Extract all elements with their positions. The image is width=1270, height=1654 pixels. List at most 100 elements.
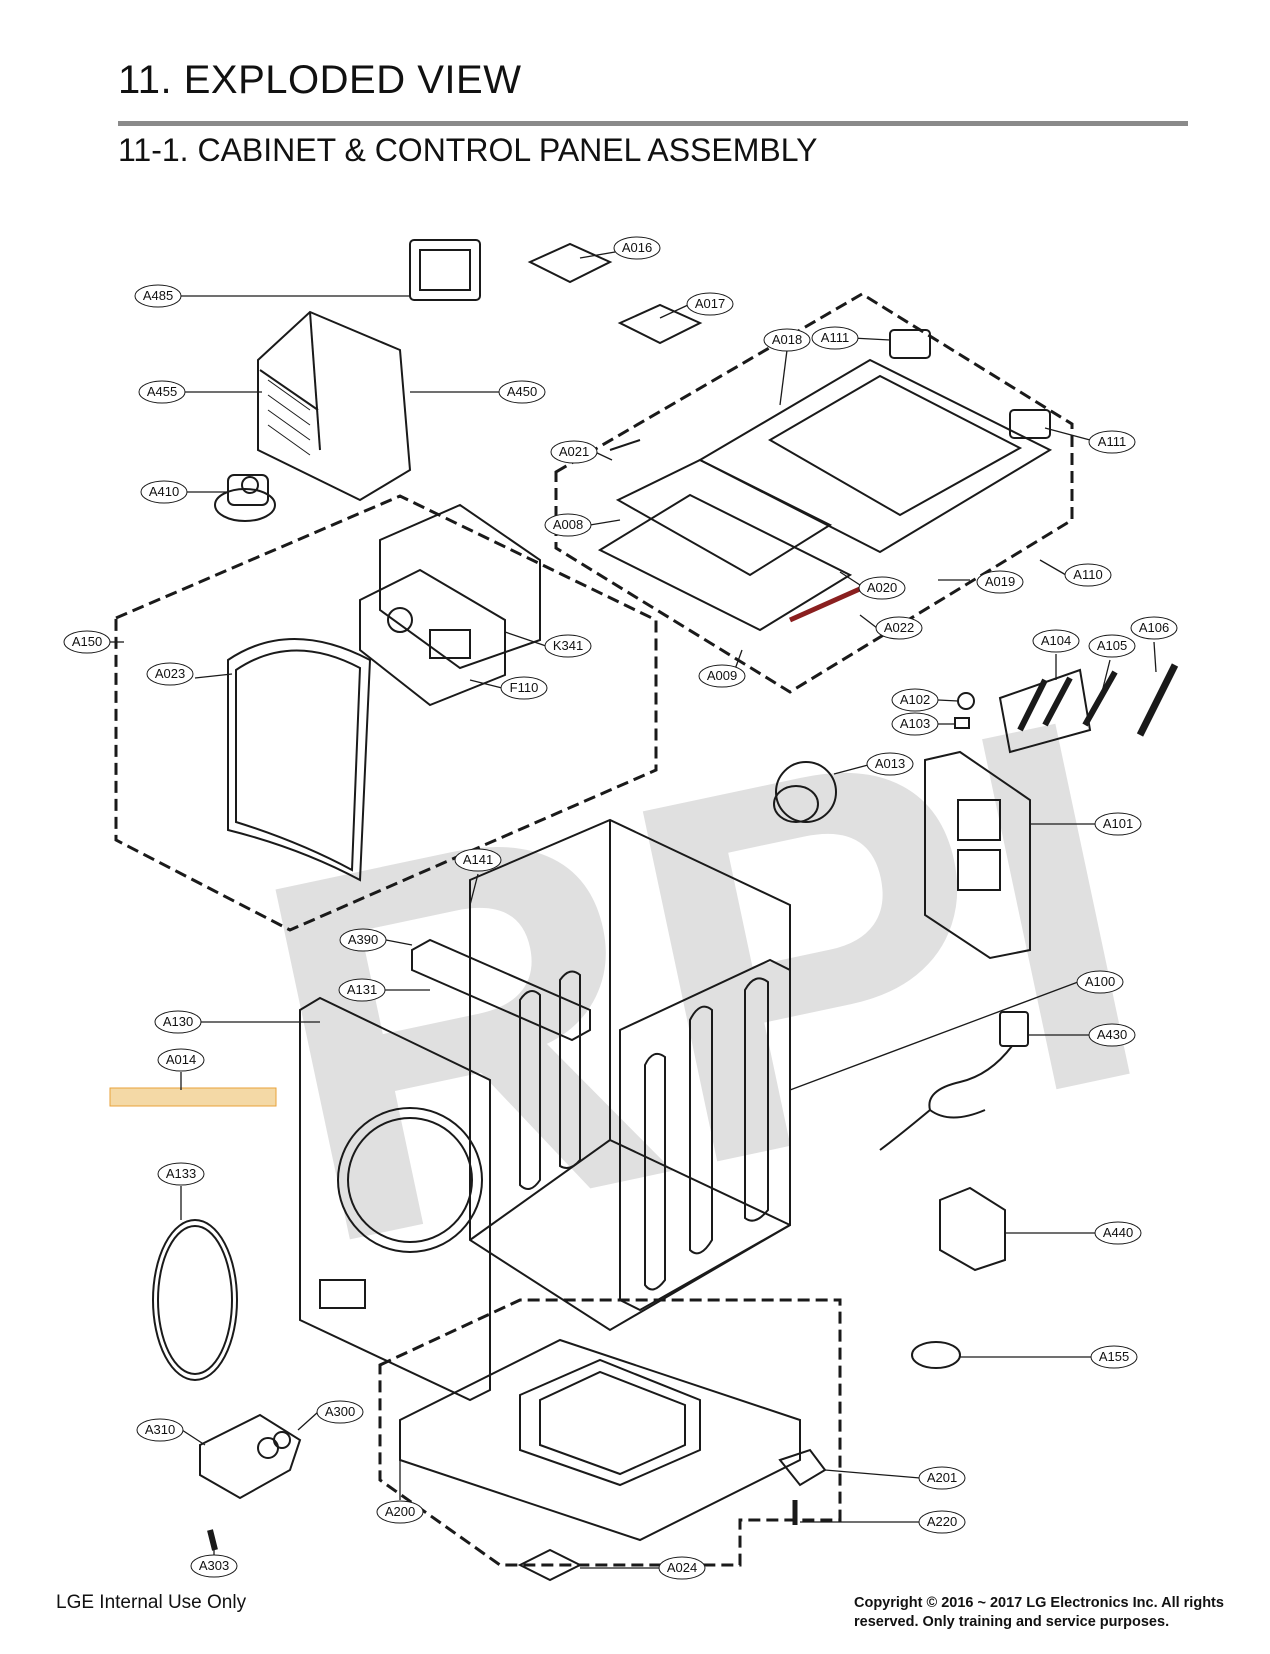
callout-A016: A016 (613, 236, 661, 260)
svg-text:A300: A300 (325, 1404, 355, 1419)
svg-text:A022: A022 (884, 620, 914, 635)
copyright-note: Copyright © 2016 ~ 2017 LG Electronics I… (854, 1595, 1224, 1630)
control-panel-parts (359, 503, 541, 707)
filter-door-part (199, 1413, 302, 1551)
callout-labels: A485 A016 A017 A018 A111 A111 A455 A450 … (63, 236, 1178, 1580)
svg-text:A110: A110 (1073, 567, 1102, 582)
callout-A131: A131 (338, 978, 386, 1002)
svg-text:A410: A410 (149, 484, 179, 499)
callout-A110: A110 (1064, 563, 1112, 587)
svg-text:A111: A111 (1098, 434, 1126, 449)
callout-A111: A111 (1088, 430, 1136, 454)
callout-A133: A133 (157, 1162, 205, 1186)
svg-text:A201: A201 (927, 1470, 957, 1485)
svg-text:A133: A133 (166, 1166, 196, 1181)
callout-A008: A008 (544, 513, 592, 537)
bracket-part (778, 1448, 827, 1487)
callout-A303: A303 (190, 1554, 238, 1578)
gasket-ring-part (152, 1219, 238, 1381)
callout-A013: A013 (866, 752, 914, 776)
callout-A024: A024 (658, 1556, 706, 1580)
callout-A440: A440 (1094, 1221, 1142, 1245)
svg-text:A310: A310 (145, 1422, 175, 1437)
callout-A485: A485 (134, 284, 182, 308)
title-rule (118, 121, 1188, 126)
svg-text:A013: A013 (875, 756, 905, 771)
svg-text:A141: A141 (463, 852, 493, 867)
callout-A018: A018 (763, 328, 811, 352)
internal-use-note: LGE Internal Use Only (56, 1592, 247, 1613)
callout-A300: A300 (316, 1400, 364, 1424)
svg-text:A023: A023 (155, 666, 185, 681)
svg-text:A111: A111 (821, 330, 849, 345)
callout-A103: A103 (891, 712, 939, 736)
svg-text:A102: A102 (900, 692, 930, 707)
callout-A101: A101 (1094, 812, 1142, 836)
base-outline (378, 1298, 842, 1567)
callout-A104: A104 (1032, 629, 1080, 653)
dispenser-cap-parts (527, 242, 703, 345)
callout-A130: A130 (154, 1010, 202, 1034)
svg-text:A017: A017 (695, 296, 725, 311)
power-cord-part (879, 1011, 1029, 1151)
svg-text:A024: A024 (667, 1560, 697, 1575)
callout-A019: A019 (976, 570, 1024, 594)
top-assembly-outline (554, 292, 1074, 694)
warning-label-part (109, 1087, 277, 1107)
callout-F110: F110 (500, 676, 548, 700)
leveling-foot-part (517, 1548, 583, 1582)
callout-A106: A106 (1130, 616, 1178, 640)
svg-text:A150: A150 (72, 634, 102, 649)
back-panel-part (924, 750, 1031, 960)
svg-text:A021: A021 (559, 444, 589, 459)
callout-A021: A021 (550, 440, 598, 464)
cabinet-frame (469, 818, 791, 1332)
svg-text:A100: A100 (1085, 974, 1115, 989)
callout-A410: A410 (140, 480, 188, 504)
svg-text:A009: A009 (707, 668, 737, 683)
callout-A450: A450 (498, 380, 546, 404)
svg-text:A014: A014 (166, 1052, 196, 1067)
svg-text:A200: A200 (385, 1504, 415, 1519)
callout-A014: A014 (157, 1048, 205, 1072)
callout-A430: A430 (1088, 1023, 1136, 1047)
svg-text:A104: A104 (1041, 633, 1071, 648)
svg-text:A020: A020 (867, 580, 897, 595)
svg-text:A106: A106 (1139, 620, 1169, 635)
callout-A220: A220 (918, 1510, 966, 1534)
noise-filter-part (939, 1186, 1006, 1272)
callout-A155: A155 (1090, 1345, 1138, 1369)
control-panel-outline (114, 494, 658, 932)
svg-text:A303: A303 (199, 1558, 229, 1573)
svg-text:A485: A485 (143, 288, 173, 303)
callout-K341: K341 (544, 634, 592, 658)
heater-parts (954, 663, 1179, 754)
callout-A023: A023 (146, 662, 194, 686)
svg-text:A155: A155 (1099, 1349, 1129, 1364)
callout-A009: A009 (698, 664, 746, 688)
svg-text:A220: A220 (927, 1514, 957, 1529)
svg-text:A008: A008 (553, 517, 583, 532)
callout-A455: A455 (138, 380, 186, 404)
foot-plug-part (911, 1341, 961, 1369)
hinge-part (889, 329, 931, 359)
callout-A390: A390 (339, 928, 387, 952)
callout-A102: A102 (891, 688, 939, 712)
callout-A150: A150 (63, 630, 111, 654)
callout-A105: A105 (1088, 634, 1136, 658)
control-box (257, 239, 481, 502)
svg-text:A455: A455 (147, 384, 177, 399)
svg-text:A131: A131 (347, 982, 377, 997)
svg-text:A103: A103 (900, 716, 930, 731)
top-plate (697, 358, 1053, 554)
fan-cap-part (773, 761, 837, 823)
svg-text:A390: A390 (348, 932, 378, 947)
section-title: 11-1. CABINET & CONTROL PANEL ASSEMBLY (118, 132, 818, 168)
pump-part (214, 474, 276, 522)
svg-text:A430: A430 (1097, 1027, 1127, 1042)
svg-text:A101: A101 (1103, 816, 1133, 831)
callout-A020: A020 (858, 576, 906, 600)
svg-text:A440: A440 (1103, 1225, 1133, 1240)
page-title: 11. EXPLODED VIEW (118, 58, 522, 102)
